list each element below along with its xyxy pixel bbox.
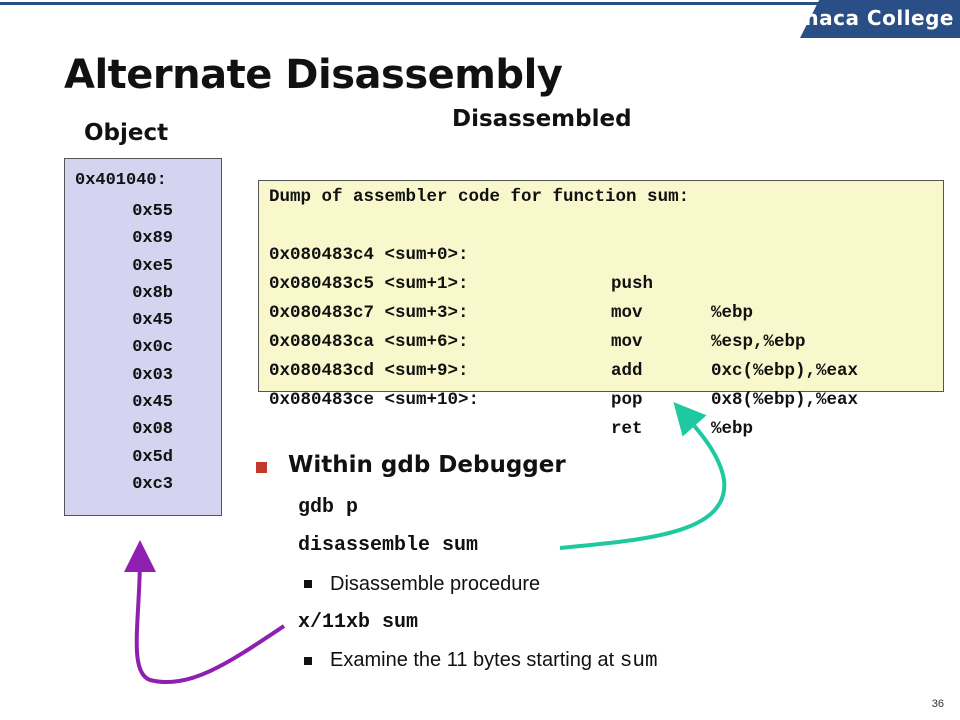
teal-arrow (559, 402, 727, 550)
sub-bullet-icon (304, 657, 312, 665)
object-byte: 0x8b (132, 283, 173, 303)
dump-operands: %ebp (711, 419, 754, 439)
sub-bullet-examine-text: Examine the 11 bytes starting at (330, 649, 620, 671)
object-byte: 0x03 (132, 365, 173, 385)
dump-address: 0x080483ce <sum+10>: (269, 390, 480, 410)
dump-operands: 0xc(%ebp),%eax (711, 361, 859, 381)
command-examine: x/11xb sum (298, 611, 419, 634)
sub-bullet-examine: Examine the 11 bytes starting at sum (330, 649, 658, 673)
dump-operands: %ebp (711, 303, 754, 323)
dump-opcode: pop (611, 390, 643, 410)
dump-opcode: ret (611, 419, 643, 439)
dump-opcode: push (611, 274, 654, 294)
disassembled-label: Disassembled (452, 106, 632, 132)
object-byte: 0x0c (132, 338, 173, 358)
dump-row: 0x080483ca <sum+6>: add 0x8(%ebp),%eax (269, 299, 858, 410)
main-bullet-icon (256, 462, 267, 473)
purple-arrow (123, 540, 286, 685)
brand-tab (800, 0, 960, 38)
object-label: Object (84, 120, 169, 146)
object-bytes-box: 0x401040: 0x55 0x89 0xe5 0x8b 0x45 0x0c … (64, 158, 222, 516)
sub-bullet-examine-code: sum (619, 650, 658, 673)
dump-row: 0x080483c5 <sum+1>: mov %esp,%ebp (269, 241, 806, 352)
object-byte: 0x89 (132, 229, 173, 249)
dump-row: 0x080483cd <sum+9>: pop %ebp (269, 328, 753, 439)
dump-row: 0x080483ce <sum+10>: ret (269, 357, 643, 439)
dump-operands: %esp,%ebp (711, 332, 806, 352)
object-byte: 0x45 (132, 311, 173, 331)
object-byte: 0x5d (132, 447, 173, 467)
dump-row: 0x080483c4 <sum+0>: push %ebp (269, 212, 753, 323)
dump-address: 0x080483ca <sum+6>: (269, 332, 469, 352)
dump-address: 0x080483cd <sum+9>: (269, 361, 469, 381)
object-byte: 0xe5 (132, 256, 173, 276)
dump-opcode: mov (611, 303, 643, 323)
dump-address: 0x080483c5 <sum+1>: (269, 274, 469, 294)
dump-operands: 0x8(%ebp),%eax (711, 390, 859, 410)
command-gdb: gdb p (298, 496, 359, 519)
slide-title: Alternate Disassembly (64, 52, 563, 98)
dump-header: Dump of assembler code for function sum: (269, 187, 690, 207)
command-disassemble: disassemble sum (298, 534, 479, 557)
object-byte: 0xc3 (132, 474, 173, 494)
object-byte: 0x45 (132, 393, 173, 413)
dump-row: 0x080483c7 <sum+3>: mov 0xc(%ebp),%eax (269, 270, 858, 381)
dump-opcode: mov (611, 332, 643, 352)
dump-address: 0x080483c4 <sum+0>: (269, 245, 469, 265)
dump-opcode: add (611, 361, 643, 381)
brand-logo-text: Ithaca College (786, 6, 954, 30)
sub-bullet-icon (304, 580, 312, 588)
bullet-heading: Within gdb Debugger (288, 452, 566, 478)
page-number: 36 (931, 698, 944, 710)
sub-bullet-disassemble: Disassemble procedure (330, 573, 541, 595)
object-byte: 0x55 (132, 202, 173, 221)
dump-address: 0x080483c7 <sum+3>: (269, 303, 469, 323)
disassembly-dump-box: Dump of assembler code for function sum:… (258, 180, 944, 439)
top-bar: Ithaca College (0, 0, 960, 38)
object-byte: 0x08 (132, 420, 173, 440)
object-byte-list: 0x55 0x89 0xe5 0x8b 0x45 0x0c 0x03 0x45 … (132, 198, 173, 498)
object-address: 0x401040: (75, 171, 167, 190)
